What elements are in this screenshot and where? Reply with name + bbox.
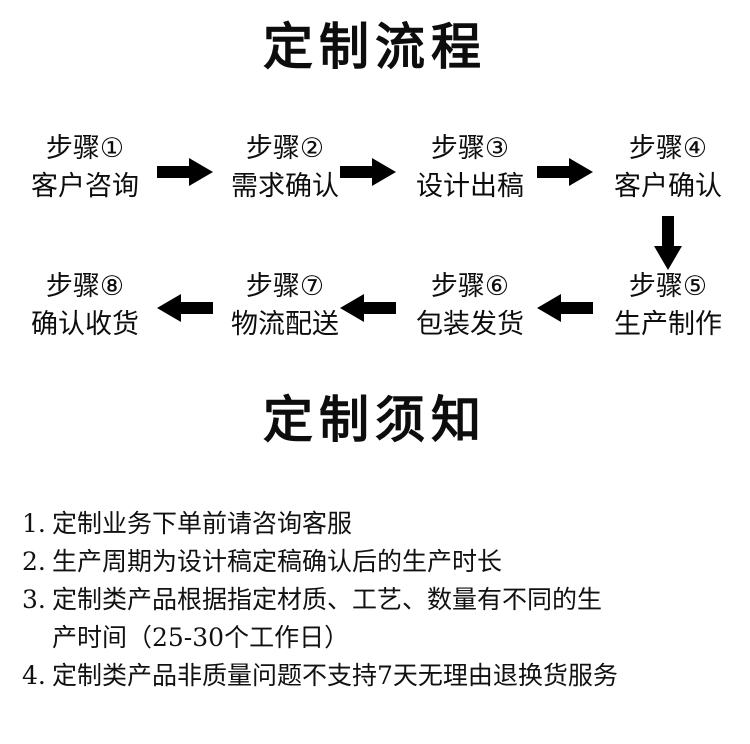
arrow-shaft [157,166,191,178]
flow-step-5-label: 生产制作 [614,309,722,340]
notice-item-4-text: 定制类产品非质量问题不支持7天无理由退换货服务 [52,661,618,690]
arrow-right-icon-step2-to-step3 [340,158,396,186]
arrow-head [654,246,682,270]
arrow-head [157,294,181,322]
flow-step-5-number: 步骤⑤ [628,271,708,302]
notice-item-1-text: 定制业务下单前请咨询客服 [52,509,353,538]
flow-step-8: 步骤⑧ 确认收货 [10,268,160,344]
flow-step-3-number: 步骤③ [430,133,510,164]
arrow-right-icon-step1-to-step2 [157,158,213,186]
notice-item-3-text-line2: 产时间（25-30个工作日） [52,623,350,652]
flow-step-7-number: 步骤⑦ [245,271,325,302]
notice-item-3: 3. 定制类产品根据指定材质、工艺、数量有不同的生 产时间（25-30个工作日） [22,581,742,657]
notice-item-3-number: 3. [22,585,46,614]
arrow-right-icon-step3-to-step4 [537,158,593,186]
flow-step-6-label: 包装发货 [416,309,524,340]
notice-item-2: 2. 生产周期为设计稿定稿确认后的生产时长 [22,543,742,581]
flow-step-2: 步骤② 需求确认 [210,130,360,206]
flow-step-1: 步骤① 客户咨询 [10,130,160,206]
flow-step-8-number: 步骤⑧ [45,271,125,302]
flow-step-1-number: 步骤① [45,133,125,164]
arrow-shaft [559,302,593,314]
notice-item-2-number: 2. [22,547,46,576]
flow-step-8-label: 确认收货 [31,309,139,340]
notice-item-3-text: 定制类产品根据指定材质、工艺、数量有不同的生 [52,585,603,614]
arrow-head [340,294,364,322]
notice-item-2-text: 生产周期为设计稿定稿确认后的生产时长 [52,547,503,576]
flow-step-2-number: 步骤② [245,133,325,164]
arrow-down-icon-step4-to-step5 [654,216,682,270]
arrow-shaft [362,302,396,314]
arrow-head [537,294,561,322]
flow-step-7: 步骤⑦ 物流配送 [210,268,360,344]
arrow-head [569,158,593,186]
flow-step-4-label: 客户确认 [614,171,722,202]
page-title-notice: 定制须知 [263,391,487,449]
flow-step-4: 步骤④ 客户确认 [593,130,743,206]
arrow-shaft [537,166,571,178]
page-title-process: 定制流程 [263,18,487,76]
arrow-left-icon-step6-to-step7 [340,294,396,322]
notice-item-1: 1. 定制业务下单前请咨询客服 [22,505,742,543]
flow-step-4-number: 步骤④ [628,133,708,164]
flow-step-7-label: 物流配送 [231,309,339,340]
arrow-left-icon-step5-to-step6 [537,294,593,322]
notice-item-4: 4. 定制类产品非质量问题不支持7天无理由退换货服务 [22,657,742,695]
flow-step-6-number: 步骤⑥ [430,271,510,302]
arrow-shaft [662,216,674,248]
notice-item-4-number: 4. [22,661,46,690]
notice-item-1-number: 1. [22,509,46,538]
flow-step-1-label: 客户咨询 [31,171,139,202]
flow-row-top: 步骤① 客户咨询 步骤② 需求确认 步骤③ 设计出稿 步骤④ 客户确认 [0,130,750,220]
flow-step-5: 步骤⑤ 生产制作 [593,268,743,344]
flow-step-2-label: 需求确认 [231,171,339,202]
flow-step-3-label: 设计出稿 [416,171,524,202]
arrow-shaft [179,302,213,314]
flow-row-bottom: 步骤⑧ 确认收货 步骤⑦ 物流配送 步骤⑥ 包装发货 步骤⑤ 生产制作 [0,268,750,358]
flow-step-6: 步骤⑥ 包装发货 [395,268,545,344]
arrow-shaft [340,166,374,178]
notice-list: 1. 定制业务下单前请咨询客服 2. 生产周期为设计稿定稿确认后的生产时长 3.… [22,505,742,695]
flow-step-3: 步骤③ 设计出稿 [395,130,545,206]
arrow-left-icon-step7-to-step8 [157,294,213,322]
arrow-head [189,158,213,186]
arrow-head [372,158,396,186]
